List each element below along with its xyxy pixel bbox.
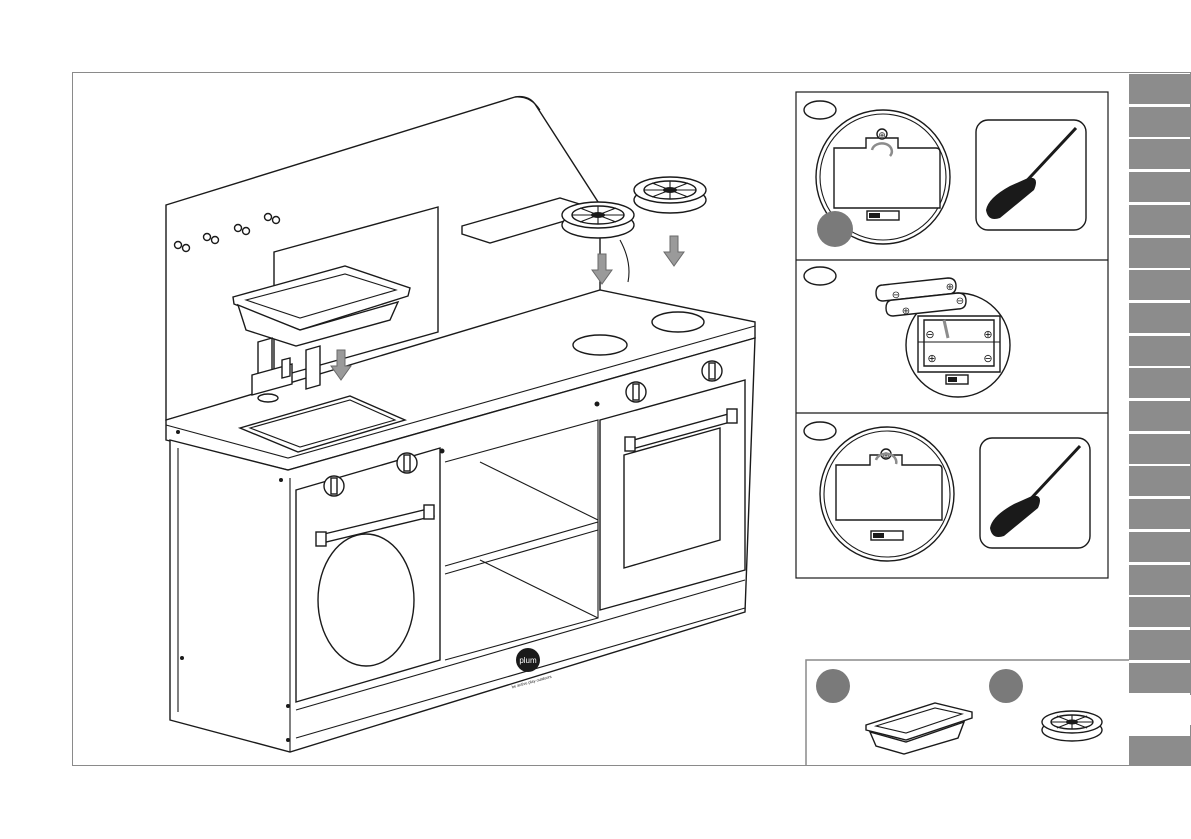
terminal-label-1: ⊖ <box>925 329 934 341</box>
parts-box <box>806 660 1129 766</box>
terminal-label-3: ⊕ <box>927 353 936 365</box>
part-badge-1 <box>816 669 850 703</box>
terminal-label-2: ⊕ <box>983 329 992 341</box>
hob-burner-part-left <box>562 202 634 238</box>
step-number-badge <box>804 422 836 440</box>
part-sink-tray <box>866 703 972 754</box>
battery-plus-label: ⊕ <box>946 282 954 293</box>
hob-hole-left <box>573 335 627 355</box>
step-badge-dot <box>817 211 853 247</box>
terminal-label-4: ⊖ <box>983 353 992 365</box>
battery-minus-label: ⊖ <box>892 290 900 301</box>
hob-burner-part-right <box>634 177 706 213</box>
part-hob-burner <box>1042 711 1102 741</box>
battery-steps-panel: ⊕ ⊖ ⊕ ⊖ ⊕ <box>796 92 1108 578</box>
battery-cover <box>836 455 942 520</box>
washing-machine-window <box>318 534 414 666</box>
logo-text: plum <box>519 656 537 665</box>
battery-cover <box>834 138 940 208</box>
step-number-badge <box>804 101 836 119</box>
battery-plus-label-2: ⊕ <box>902 306 910 317</box>
kitchen-illustration: plum be active play outdoors <box>166 97 755 752</box>
screw-label: ⊕ <box>878 130 886 140</box>
battery-minus-label-2: ⊖ <box>956 296 964 307</box>
hob-hole-right <box>652 312 704 332</box>
step-number-badge <box>804 267 836 285</box>
part-badge-2 <box>989 669 1023 703</box>
